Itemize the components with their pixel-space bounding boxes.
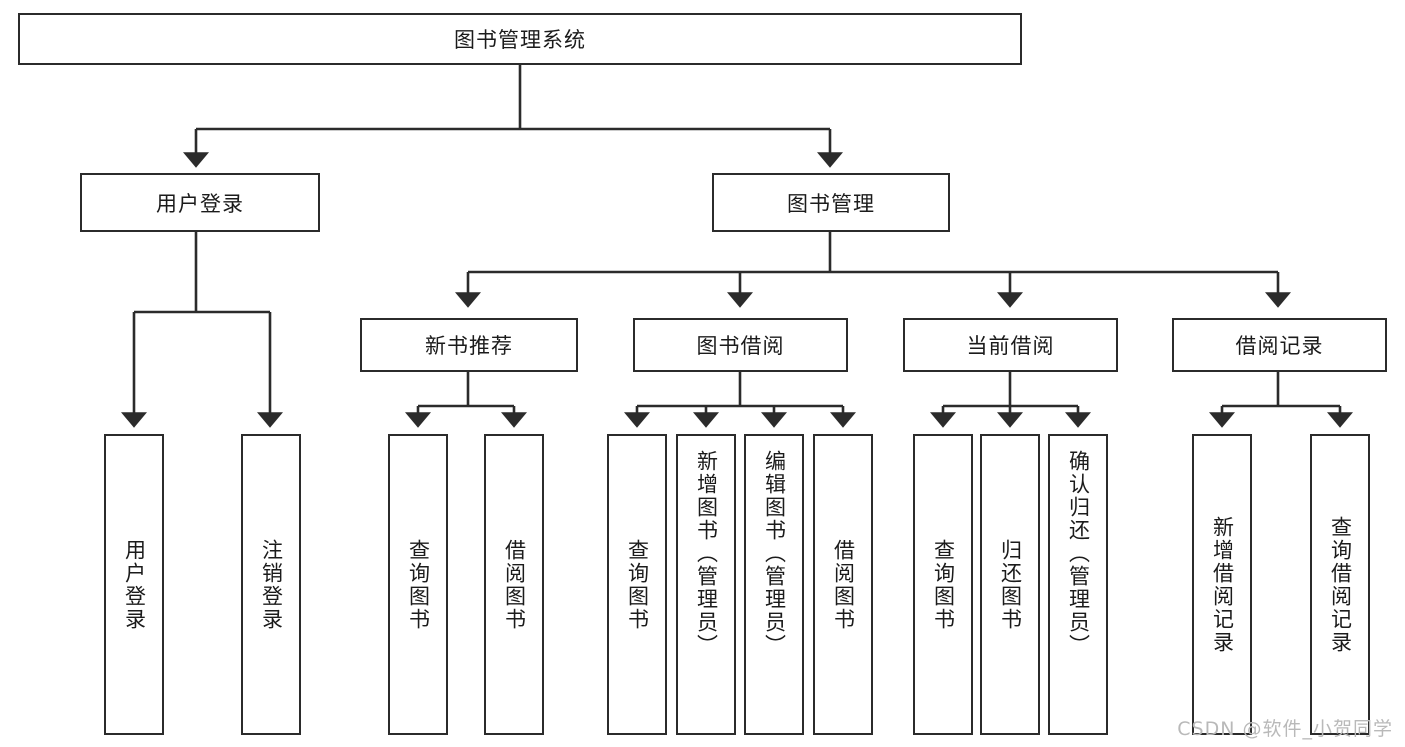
node-new-book-recommend[interactable]: 新书推荐 [360, 318, 578, 372]
leaf-new-book-borrow-book[interactable]: 借阅图书 [484, 434, 544, 735]
leaf-book-borrow-edit-book-admin[interactable]: 编辑图书（管理员） [744, 434, 804, 735]
node-book-management[interactable]: 图书管理 [712, 173, 950, 232]
node-label: 查询图书 [931, 538, 956, 631]
node-label: 图书管理系统 [454, 28, 586, 52]
node-label: 借阅图书 [502, 538, 527, 631]
node-label: 新增借阅记录 [1210, 515, 1235, 654]
node-borrow-record[interactable]: 借阅记录 [1172, 318, 1387, 372]
leaf-borrow-record-add-record[interactable]: 新增借阅记录 [1192, 434, 1252, 735]
node-label: 借阅图书 [831, 538, 856, 631]
node-label: 用户登录 [122, 538, 147, 631]
node-root-book-management-system[interactable]: 图书管理系统 [18, 13, 1022, 65]
node-label: 用户登录 [156, 191, 244, 216]
node-label: 查询图书 [406, 538, 431, 631]
node-label: 查询借阅记录 [1328, 515, 1353, 654]
node-label: 新增图书（管理员） [694, 450, 719, 657]
node-label: 图书借阅 [696, 334, 785, 358]
leaf-user-login-login[interactable]: 用户登录 [104, 434, 164, 735]
node-label: 归还图书 [998, 538, 1023, 631]
leaf-current-borrow-return-book[interactable]: 归还图书 [980, 434, 1040, 735]
node-user-login[interactable]: 用户登录 [80, 173, 320, 232]
watermark-text: CSDN @软件_小贺同学 [1177, 718, 1393, 740]
node-label: 编辑图书（管理员） [762, 450, 787, 657]
leaf-book-borrow-add-book-admin[interactable]: 新增图书（管理员） [676, 434, 736, 735]
leaf-new-book-query-book[interactable]: 查询图书 [388, 434, 448, 735]
node-label: 新书推荐 [425, 334, 513, 358]
leaf-borrow-record-query-record[interactable]: 查询借阅记录 [1310, 434, 1370, 735]
node-label: 借阅记录 [1235, 334, 1324, 358]
node-label: 查询图书 [625, 538, 650, 631]
node-label: 确认归还（管理员） [1066, 450, 1091, 657]
leaf-book-borrow-borrow-book[interactable]: 借阅图书 [813, 434, 873, 735]
node-label: 当前借阅 [966, 334, 1055, 358]
leaf-book-borrow-query-book[interactable]: 查询图书 [607, 434, 667, 735]
node-label: 图书管理 [787, 191, 875, 216]
node-label: 注销登录 [259, 538, 284, 631]
leaf-user-login-logout[interactable]: 注销登录 [241, 434, 301, 735]
leaf-current-borrow-confirm-return-admin[interactable]: 确认归还（管理员） [1048, 434, 1108, 735]
node-current-borrow[interactable]: 当前借阅 [903, 318, 1118, 372]
node-book-borrow[interactable]: 图书借阅 [633, 318, 848, 372]
leaf-current-borrow-query-book[interactable]: 查询图书 [913, 434, 973, 735]
